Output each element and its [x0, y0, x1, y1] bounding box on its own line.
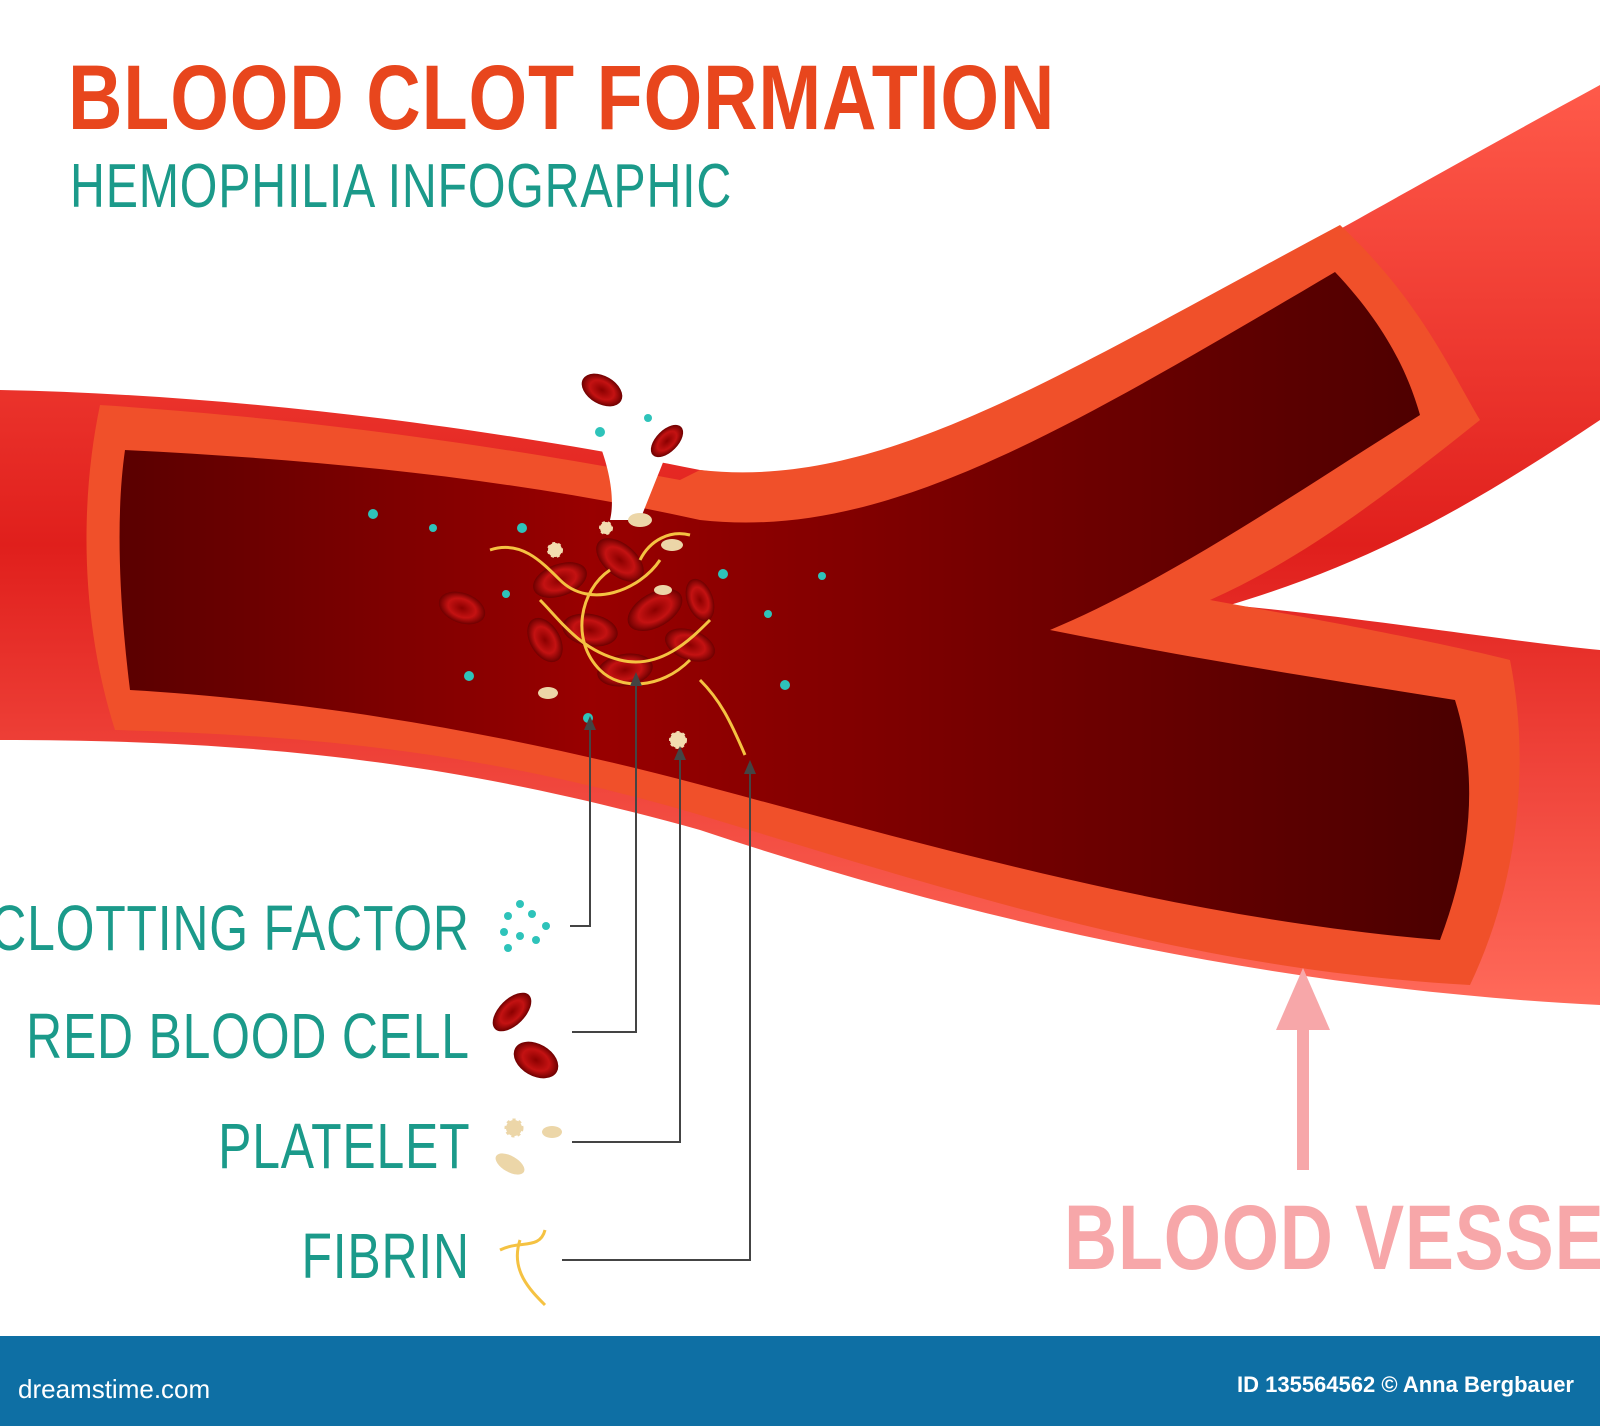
red-blood-cell	[665, 628, 715, 662]
footer-site-link[interactable]: dreamstime.com	[18, 1374, 211, 1404]
legend-label-clotting-factor: CLOTTING FACTOR	[0, 892, 470, 964]
legend-label-platelet: PLATELET	[217, 1110, 470, 1182]
pointer-fibrin	[562, 772, 751, 1261]
platelet	[628, 513, 652, 527]
activated-platelet	[599, 521, 613, 535]
fibrin-strand	[638, 532, 691, 561]
red-blood-cell	[438, 591, 486, 625]
clot-diagram	[0, 85, 1600, 1307]
activated-platelet	[669, 731, 687, 749]
blood-vessel-arrow	[1276, 968, 1330, 1170]
pointer-arrowheads	[584, 672, 756, 774]
red-blood-cell	[685, 578, 715, 622]
platelet	[538, 687, 558, 699]
fibrin-icon	[499, 1229, 547, 1307]
fibrin-strand	[698, 678, 747, 756]
red-blood-cell-icon	[492, 992, 559, 1079]
red-blood-cell	[581, 373, 623, 407]
red-blood-cell	[596, 538, 644, 582]
clotting-factor	[464, 671, 474, 681]
legend-label-fibrin: FIBRIN	[301, 1220, 470, 1292]
clotting-factor	[595, 427, 605, 437]
clotting-factor	[517, 523, 527, 533]
vessel-wound	[598, 440, 668, 520]
fibrin-strand	[489, 545, 662, 597]
clotting-factor	[764, 610, 772, 618]
clotting-factor	[502, 590, 510, 598]
blood-vessel	[0, 85, 1600, 1005]
vessel-lumen	[119, 272, 1470, 940]
fibrin-strand	[538, 598, 712, 664]
clotting-factor	[644, 414, 652, 422]
fibrin-strand	[580, 568, 692, 686]
clotting-factor	[429, 524, 437, 532]
activated-platelet	[547, 542, 563, 558]
page-title: BLOOD CLOT FORMATION	[68, 47, 1056, 149]
platelet	[661, 539, 683, 551]
legend-label-red-blood-cell: RED BLOOD CELL	[26, 1000, 470, 1072]
clotting-factor	[780, 680, 790, 690]
blood-clot	[368, 373, 826, 756]
clotting-factor	[368, 509, 378, 519]
footer-credit: ID 135564562 © Anna Bergbauer	[1237, 1372, 1574, 1397]
platelet-icon	[495, 1118, 562, 1175]
red-blood-cell	[527, 617, 563, 663]
pointer-platelet	[572, 758, 681, 1143]
pointer-clotting-factor	[570, 728, 591, 927]
page-subtitle: HEMOPHILIA INFOGRAPHIC	[70, 152, 733, 221]
blood-vessel-label: BLOOD VESSEL	[1064, 1187, 1600, 1289]
red-blood-cell	[627, 588, 683, 632]
clotting-factor-icon	[500, 900, 550, 952]
clotting-factor	[718, 569, 728, 579]
legend-pointers	[562, 684, 751, 1261]
red-blood-cell	[650, 424, 684, 458]
clotting-factor	[818, 572, 826, 580]
pointer-red-blood-cell	[572, 684, 637, 1033]
platelet	[654, 585, 672, 595]
footer-bar: dreamstime.com ID 135564562 © Anna Bergb…	[0, 1336, 1600, 1426]
